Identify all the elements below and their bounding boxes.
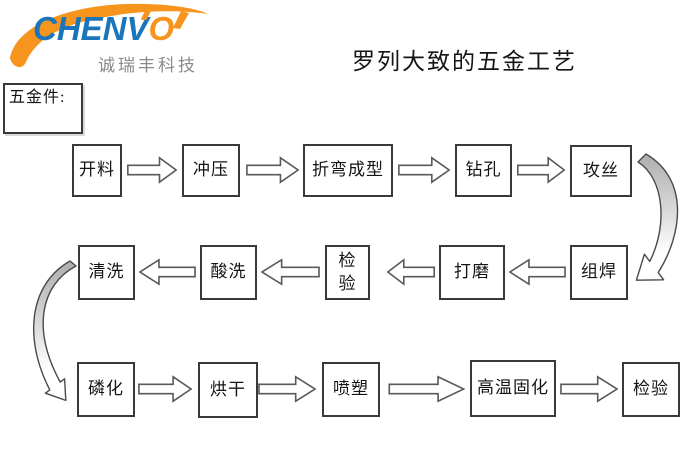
step-cutting: 开料 (72, 144, 122, 197)
step-bend-forming: 折弯成型 (303, 144, 393, 197)
category-label-box: 五金件: (3, 83, 83, 134)
step-phosphating: 磷化 (77, 362, 135, 417)
arrow-right-icon (560, 374, 618, 404)
page-title: 罗列大致的五金工艺 (352, 49, 577, 74)
arrow-right-icon (388, 374, 465, 404)
brand-orange-letter: O (148, 10, 175, 47)
arrow-left-icon (387, 257, 435, 287)
step-high-temp-curing: 高温固化 (470, 360, 556, 417)
arrow-right-icon (398, 155, 450, 185)
curved-arrow-down-right-icon (33, 260, 77, 402)
step-stamping: 冲压 (182, 144, 240, 197)
arrow-right-icon (127, 155, 177, 185)
step-inspection: 检验 (325, 245, 370, 300)
step-powder-spraying: 喷塑 (322, 362, 380, 417)
brand-blue-letters: CHENV (33, 10, 149, 47)
curved-arrow-down-left-icon (635, 153, 679, 281)
step-drilling: 钻孔 (455, 144, 512, 197)
arrow-left-icon (139, 257, 196, 287)
arrow-left-icon (261, 257, 320, 287)
logo-subtitle: 诚瑞丰科技 (98, 56, 198, 75)
arrow-right-icon (517, 155, 565, 185)
step-welding: 组焊 (570, 245, 628, 300)
step-pickling: 酸洗 (200, 245, 257, 300)
logo: CHENVO 诚瑞丰科技 (0, 0, 230, 80)
step-cleaning: 清洗 (78, 245, 135, 300)
step-tapping: 攻丝 (570, 145, 632, 197)
arrow-right-icon (246, 155, 299, 185)
arrow-right-icon (138, 374, 192, 404)
logo-swoosh-icon (10, 3, 208, 68)
arrow-right-icon (258, 374, 316, 404)
step-final-inspection: 检验 (622, 362, 680, 417)
brand-name: CHENVO (33, 5, 175, 48)
arrow-left-icon (509, 257, 566, 287)
step-drying: 烘干 (198, 362, 258, 418)
step-grinding: 打磨 (439, 245, 505, 300)
